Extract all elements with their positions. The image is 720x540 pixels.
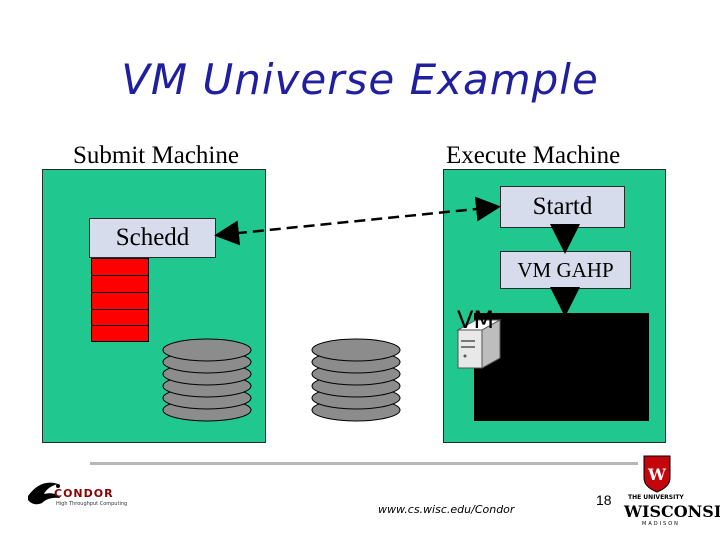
- footer-url[interactable]: www.cs.wisc.edu/Condor: [378, 503, 514, 516]
- vm-label: VM: [457, 306, 494, 334]
- condor-logo-subtext: High Throughput Computing: [56, 501, 127, 507]
- footer-divider: [90, 462, 638, 465]
- condor-logo-text: CONDOR: [54, 487, 114, 500]
- disk-stack-icon: [312, 339, 400, 421]
- svg-text:W: W: [647, 465, 667, 484]
- disk-stack-icon: [163, 339, 251, 421]
- uw-logo-top-text: THE UNIVERSITY: [628, 494, 684, 501]
- uw-crest-icon: W: [644, 456, 670, 492]
- page-number: 18: [596, 492, 612, 508]
- uw-logo-madison-text: MADISON: [642, 521, 680, 527]
- uw-logo-main-text: WISCONSIN: [624, 502, 720, 521]
- schedd-startd-link: [219, 207, 496, 235]
